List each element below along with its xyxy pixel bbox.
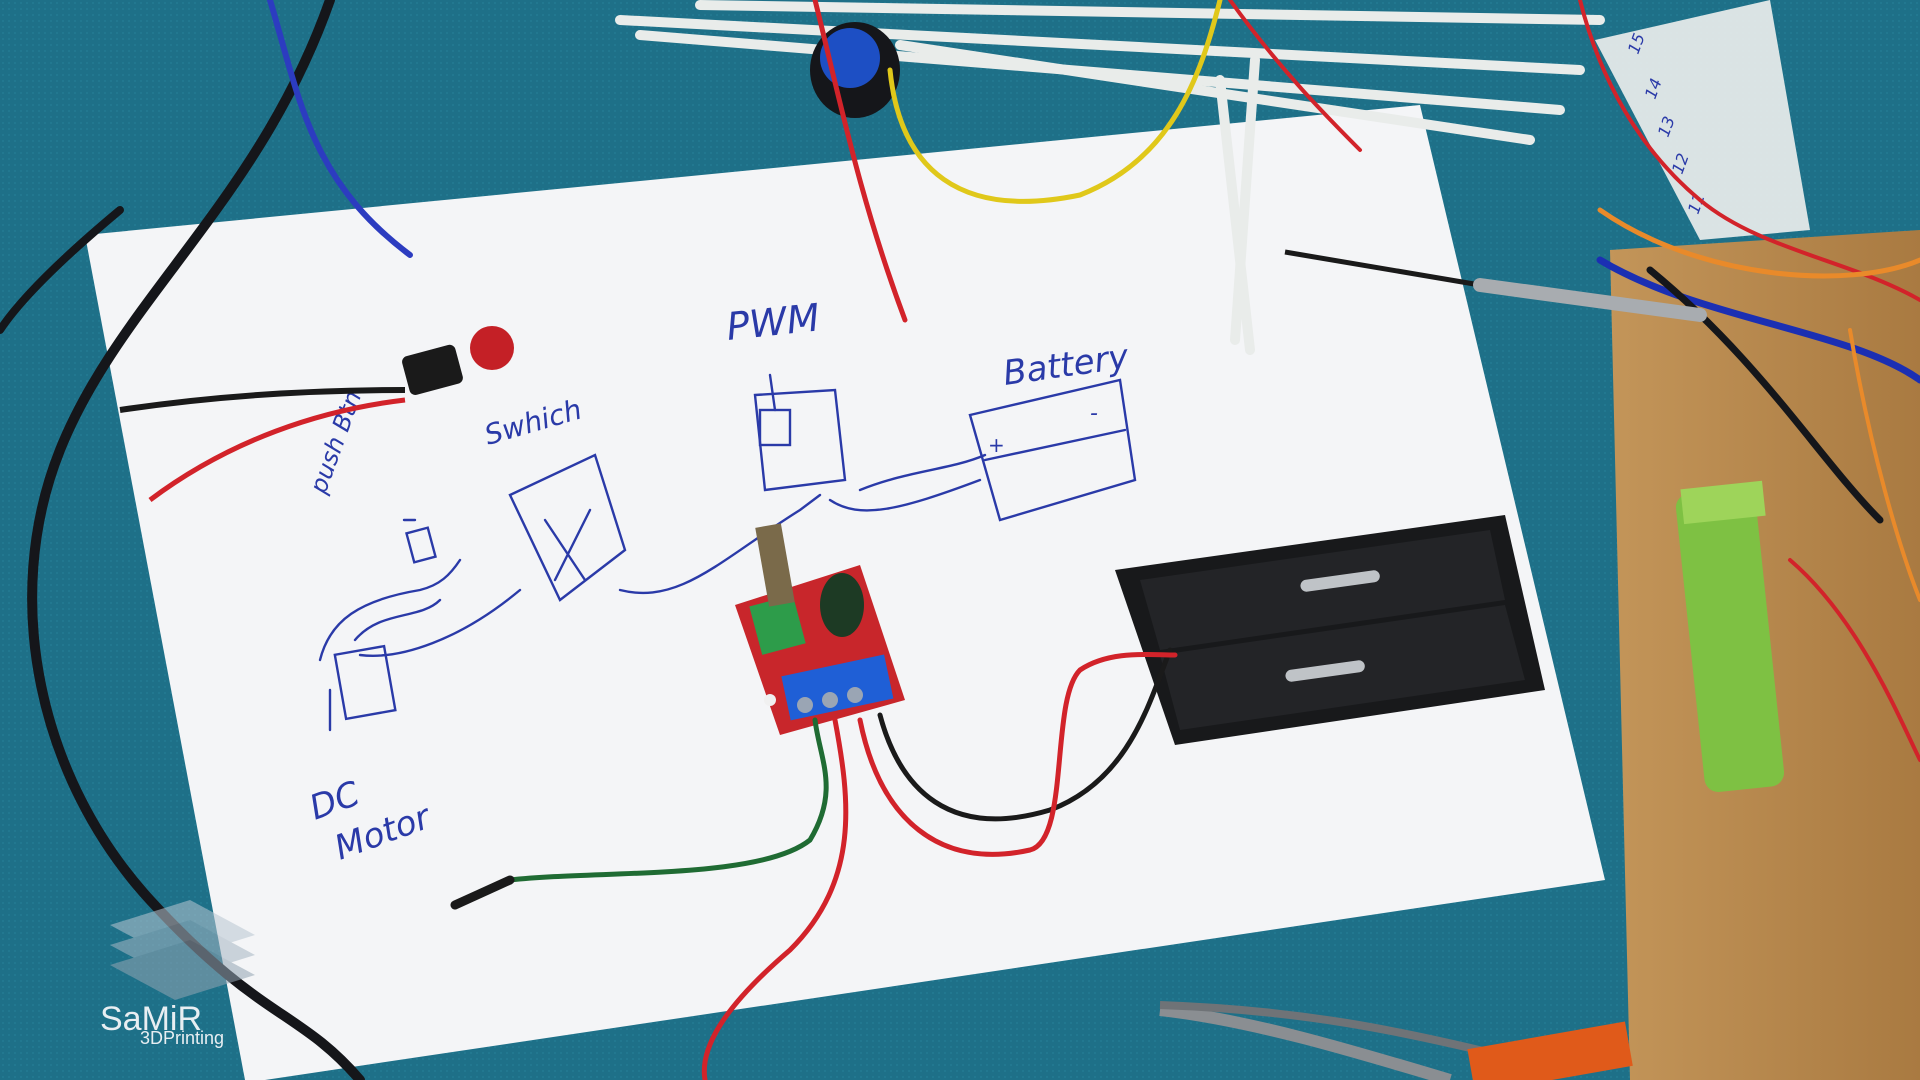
- label-plus: +: [988, 433, 1005, 457]
- motor-symbol: [333, 644, 397, 721]
- screwdriver: [1284, 249, 1707, 322]
- ruler: 15 14 13 12 11: [1595, 0, 1810, 240]
- watermark-sub: 3DPrinting: [140, 1028, 224, 1048]
- battery-symbol: [968, 378, 1137, 522]
- watermark-brand: SaMiR: [100, 1000, 202, 1038]
- board-wires: [450, 647, 1178, 1080]
- pwm-board: [735, 523, 905, 735]
- label-pwm: PWM: [724, 295, 821, 349]
- switch-symbol: [508, 453, 627, 602]
- pwm-symbol: [753, 388, 847, 492]
- li-ion-cell: [1675, 480, 1785, 792]
- pliers: [1159, 1001, 1633, 1080]
- wiring-diagram: [318, 373, 1137, 732]
- watermark-logo: [110, 900, 255, 1000]
- battery-holder: [1115, 515, 1545, 745]
- cable-ties: [615, 0, 1605, 355]
- push-button-component: [119, 326, 514, 503]
- push-button-symbol: [405, 526, 437, 564]
- label-minus: -: [1090, 401, 1098, 426]
